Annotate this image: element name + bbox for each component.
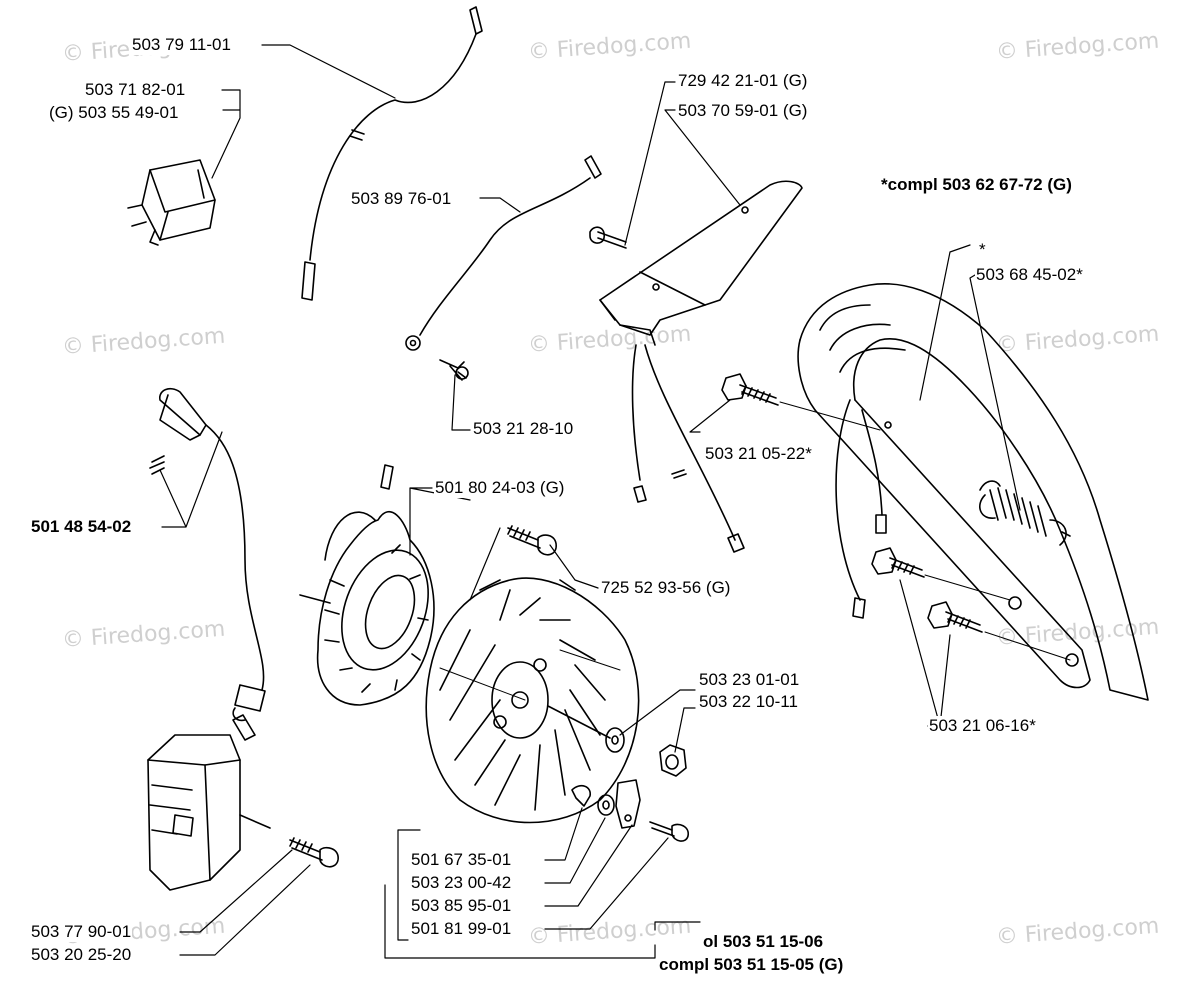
flywheel-key [571,784,591,807]
part-label-503-21-05-22: 503 21 05-22* [704,444,813,464]
nut [659,744,687,777]
part-label-503-21-06-16: 503 21 06-16* [928,716,1037,736]
stator-ring [299,464,435,706]
screw-ignition [289,837,339,868]
ignition-module [147,388,271,891]
kit-label-503-51-15-05: compl 503 51 15-05 (G) [658,955,845,975]
part-label-501-67-35-01: 501 67 35-01 [410,850,513,870]
part-label-503-85-95-01: 503 85 95-01 [410,896,513,916]
stop-switch [127,159,216,246]
kit-label-503-51-15-06: ol 503 51 15-06 [702,932,825,952]
part-label-503-70-59-01: 503 70 59-01 (G) [677,101,809,121]
part-label-501-48-54-02: 501 48 54-02 [30,517,133,537]
part-label-503-71-82-01: 503 71 82-01 [84,80,187,100]
pawl-screw [649,821,689,842]
wire-harness-short [301,6,483,301]
spring-washer [597,794,615,816]
asterisk-label: * [978,240,987,260]
anti-vibration-spring [979,480,1071,546]
washer [605,727,625,753]
flywheel [425,577,640,824]
part-label-503-68-45-02: 503 68 45-02* [975,265,1084,285]
part-label-503-21-28-10: 503 21 28-10 [472,419,575,439]
part-label-503-22-10-11: 503 22 10-11 [698,692,799,712]
handle-bracket [599,180,803,553]
screw-stator [507,525,557,556]
part-label-503-20-25-20: 503 20 25-20 [30,945,133,965]
part-label-729-42-21-01: 729 42 21-01 (G) [677,71,809,91]
part-label-503-55-49-01: (G) 503 55 49-01 [48,103,180,123]
part-label-501-81-99-01: 501 81 99-01 [410,919,513,939]
part-label-725-52-93-56: 725 52 93-56 (G) [600,578,732,598]
wire-ground [405,155,602,381]
part-label-503-79-11-01: 503 79 11-01 [131,35,232,55]
kit-label-503-62-67-72: *compl 503 62 67-72 (G) [880,175,1073,195]
handle-screw-upper [721,373,779,406]
bracket-screw [589,226,627,249]
part-label-501-80-24-03: 501 80 24-03 (G) [434,478,566,498]
pawl [615,779,641,829]
part-label-503-89-76-01: 503 89 76-01 [350,189,453,209]
part-label-503-23-01-01: 503 23 01-01 [698,670,801,690]
handle-screw-lower [927,601,983,633]
part-label-503-77-90-01: 503 77 90-01 [30,922,133,942]
front-handle [797,283,1149,701]
handle-screw-middle [871,547,925,578]
part-label-503-23-00-42: 503 23 00-42 [410,873,513,893]
leader-lines [159,44,1021,959]
